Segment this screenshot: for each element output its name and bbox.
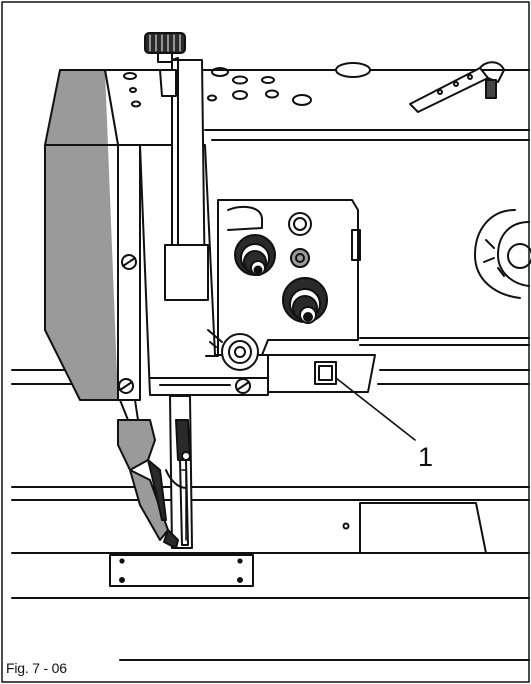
throat-plate xyxy=(109,554,254,587)
slide-plate xyxy=(359,502,487,554)
thread-tension-left xyxy=(234,234,276,276)
thread-tension-right xyxy=(282,277,328,324)
callout-leader-line xyxy=(335,377,416,441)
tension-bracket xyxy=(217,199,359,356)
thread-check-spring xyxy=(205,329,259,371)
callout-label: 1 xyxy=(418,442,434,472)
figure-caption: Fig. 7 - 06 xyxy=(6,660,67,676)
thread-guide-ring xyxy=(288,212,312,236)
bobbin-winder xyxy=(474,209,521,299)
thread-regulator-knob xyxy=(144,32,186,54)
